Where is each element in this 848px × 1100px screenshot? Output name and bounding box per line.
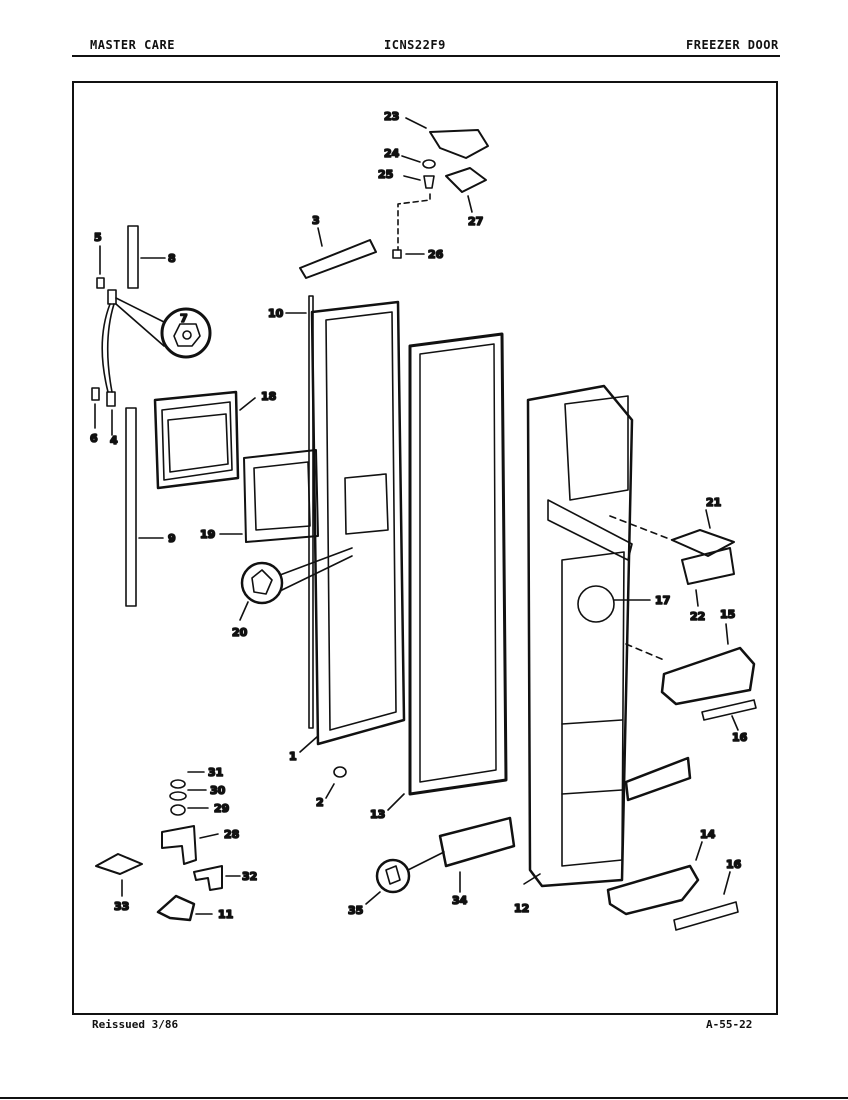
brand-label: MASTER CARE	[90, 38, 175, 52]
part-26-bushing	[392, 249, 425, 259]
callout-label: 28	[224, 828, 239, 841]
callout-label: 5	[94, 231, 102, 244]
part-27-plate	[445, 167, 487, 213]
part-21-chute	[609, 509, 735, 557]
part-7-detail-bubble	[115, 297, 212, 359]
callout-label: 32	[242, 870, 257, 883]
callout-label: 9	[168, 532, 176, 545]
part-16-strip-upper	[701, 699, 757, 731]
callout-label: 21	[706, 496, 721, 509]
part-35-detail-bubble	[365, 851, 445, 905]
part-24-washer	[401, 155, 436, 169]
callout-label: 6	[90, 432, 98, 445]
part-4-cord-assembly	[101, 289, 117, 436]
callout-label: 23	[384, 110, 399, 123]
section-title: FREEZER DOOR	[686, 38, 779, 52]
parts-29-31-stack	[169, 771, 209, 816]
callout-label: 30	[210, 784, 226, 797]
callout-label: 19	[200, 528, 215, 541]
part-20-detail-bubble	[239, 547, 353, 621]
page-code: A-55-22	[706, 1018, 753, 1031]
part-25-bushing	[397, 175, 435, 251]
part-15-bin	[625, 623, 756, 706]
header-rule	[72, 55, 780, 57]
part-6-clip	[91, 387, 100, 429]
part-19-frame	[219, 449, 319, 543]
callout-label: 7	[180, 312, 188, 325]
callout-label: 35	[348, 904, 363, 917]
part-9-strip	[125, 407, 164, 607]
callout-label: 25	[378, 168, 393, 181]
part-10-rod	[285, 295, 314, 729]
part-3-hinge-bracket	[299, 227, 377, 279]
callout-label: 17	[655, 594, 670, 607]
part-33-plate	[95, 853, 143, 897]
callout-label: 33	[114, 900, 129, 913]
part-12-outer-door-panel	[523, 384, 634, 888]
part-32-bracket	[193, 865, 241, 891]
part-34-handle-bracket	[438, 756, 692, 893]
callout-label: 10	[268, 307, 284, 320]
model-number: ICNS22F9	[384, 38, 446, 52]
callout-label: 16	[732, 731, 748, 744]
callout-label: 18	[261, 390, 276, 403]
callout-label: 1	[289, 750, 297, 763]
callout-label: 14	[700, 828, 716, 841]
part-14-bin	[606, 841, 703, 916]
callout-label: 12	[514, 902, 529, 915]
bottom-rule	[0, 1097, 848, 1099]
part-13-door-gasket	[387, 332, 508, 811]
callout-label: 22	[690, 610, 705, 623]
part-18-housing	[153, 390, 256, 490]
callout-labels: 1 2 3 4 5 6 7 8 9 10 11 12 13 14 15 16 1…	[89, 109, 748, 922]
callout-label: 24	[384, 147, 400, 160]
callout-label: 11	[218, 908, 233, 921]
part-22-flap	[681, 547, 735, 607]
reissue-note: Reissued 3/86	[92, 1018, 179, 1031]
callout-label: 8	[168, 252, 176, 265]
callout-label: 20	[232, 626, 248, 639]
part-5-clip	[96, 245, 105, 289]
part-28-bracket	[161, 825, 219, 865]
part-16-strip-lower	[673, 871, 739, 931]
callout-label: 2	[316, 796, 324, 809]
callout-label: 15	[720, 608, 735, 621]
callout-label: 29	[214, 802, 229, 815]
callout-label: 34	[452, 894, 468, 907]
callout-label: 31	[208, 766, 223, 779]
callout-label: 26	[428, 248, 444, 261]
callout-label: 4	[110, 434, 118, 447]
callout-label: 13	[370, 808, 385, 821]
part-8-strip	[127, 225, 166, 289]
diagram-frame	[72, 81, 778, 1015]
part-2-screw	[325, 766, 347, 799]
callout-label: 3	[312, 214, 320, 227]
part-1-door-liner	[299, 300, 406, 753]
callout-label: 27	[468, 215, 483, 228]
part-11-hinge	[156, 894, 213, 922]
part-23-top-hinge	[405, 117, 489, 159]
callout-label: 16	[726, 858, 742, 871]
